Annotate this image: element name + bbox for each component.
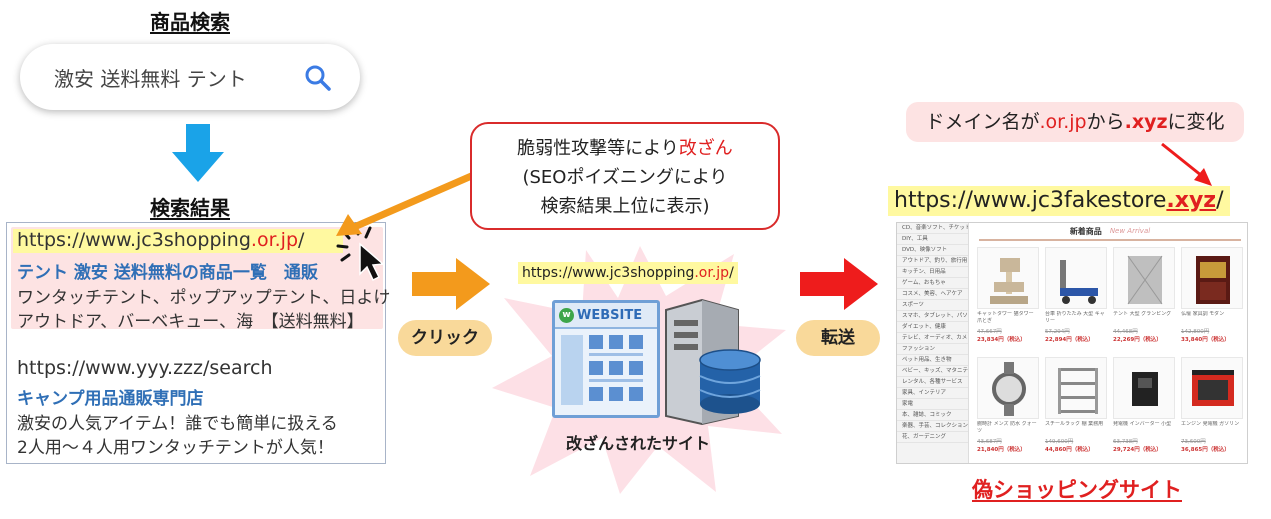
w-logo-icon: w <box>559 307 574 323</box>
product-caption: キャットタワー 猫タワー 爪とぎ <box>977 311 1034 324</box>
store-category-item[interactable]: コスメ、美容、ヘアケア <box>897 289 968 300</box>
product-old-price: 57,294円 <box>1045 329 1070 335</box>
product-old-price: 43,687円 <box>977 439 1002 445</box>
product-image <box>1045 357 1107 419</box>
result-1-desc-line1: ワンタッチテント、ポップアップテント、日よけ <box>17 288 391 308</box>
product-caption: エンジン 発電機 ガソリン <box>1181 421 1240 427</box>
website-layout-icon <box>561 335 643 405</box>
product-caption: 仏壇 家具調 モダン <box>1181 311 1225 317</box>
search-icon[interactable] <box>304 64 332 92</box>
store-category-item[interactable]: 楽器、手芸、コレクション <box>897 421 968 432</box>
result-2-desc-line2: 2人用～４人用ワンタッチテントが人気！ <box>17 438 334 458</box>
transfer-arrow-icon <box>800 258 878 310</box>
store-category-item[interactable]: ダイエット、健康 <box>897 322 968 333</box>
product-old-price: 142,800円 <box>1181 329 1210 335</box>
product-card[interactable]: スチールラック 棚 業務用 149,600円 44,860円（税込） <box>1045 357 1107 453</box>
store-category-item[interactable]: ゲーム、おもちゃ <box>897 278 968 289</box>
product-card[interactable]: エンジン 発電機 ガソリン 73,600円 36,865円（税込） <box>1181 357 1243 453</box>
result-1-url[interactable]: https://www.jc3shopping.or.jp/ <box>17 229 305 251</box>
store-category-item[interactable]: DVD、映像ソフト <box>897 245 968 256</box>
store-subtitle: New Arrival <box>1109 227 1151 235</box>
search-results-panel: https://www.jc3shopping.or.jp/ テント 激安 送料… <box>6 222 390 464</box>
product-old-price: 44,468円 <box>1113 329 1138 335</box>
product-price: 23,834円（税込） <box>977 337 1026 343</box>
store-category-item[interactable]: DIY、工具 <box>897 234 968 245</box>
product-old-price: 73,600円 <box>1181 439 1206 445</box>
product-card[interactable]: 台車 折りたたみ 大型 キャリー 57,294円 22,894円（税込） <box>1045 247 1107 343</box>
product-card[interactable]: テント 大型 グランピング 44,468円 22,269円（税込） <box>1113 247 1175 343</box>
product-price: 21,840円（税込） <box>977 447 1026 453</box>
store-category-item[interactable]: スマホ、タブレット、パソ <box>897 311 968 322</box>
product-old-price: 149,600円 <box>1045 439 1074 445</box>
store-category-item[interactable]: アウトドア、釣り、旅行用 <box>897 256 968 267</box>
product-price: 29,724円（税込） <box>1113 447 1162 453</box>
attack-callout: 脆弱性攻撃等により改ざん (SEOポイズニングにより 検索結果上位に表示) <box>470 122 780 230</box>
product-card[interactable]: 発電機 インバーター 小型 63,738円 29,724円（税込） <box>1113 357 1175 453</box>
store-title: 新着商品 <box>1069 226 1102 236</box>
product-price: 22,269円（税込） <box>1113 337 1162 343</box>
store-category-item[interactable]: CD、音楽ソフト、チケット <box>897 223 968 234</box>
product-image <box>1113 357 1175 419</box>
website-illustration: w WEBSITE <box>552 300 660 418</box>
hacked-site-label: 改ざんされたサイト <box>566 434 711 453</box>
domain-pointer-arrow <box>1161 142 1212 186</box>
down-arrow-icon <box>172 124 224 182</box>
server-database-icon <box>665 298 761 426</box>
product-card[interactable]: 腕時計 メンズ 防水 クォーツ 43,687円 21,840円（税込） <box>977 357 1039 453</box>
product-card[interactable]: キャットタワー 猫タワー 爪とぎ 47,667円 23,834円（税込） <box>977 247 1039 343</box>
product-caption: スチールラック 棚 業務用 <box>1045 421 1104 427</box>
store-category-item[interactable]: ベビー、キッズ、マタニテ <box>897 366 968 377</box>
result-2-title[interactable]: キャンプ用品通販専門店 <box>17 389 204 409</box>
product-image <box>1181 247 1243 309</box>
product-caption: 発電機 インバーター 小型 <box>1113 421 1172 427</box>
product-image <box>977 357 1039 419</box>
store-category-item[interactable]: レンタル、各種サービス <box>897 377 968 388</box>
product-image <box>1181 357 1243 419</box>
fake-site-url: https://www.jc3fakestore.xyz/ <box>888 186 1230 216</box>
product-caption: テント 大型 グランピング <box>1113 311 1172 317</box>
result-2-desc-line1: 激安の人気アイテム！誰でも簡単に扱える <box>17 414 338 434</box>
store-category-item[interactable]: 花、ガーデニング <box>897 432 968 443</box>
transfer-label: 転送 <box>796 320 880 356</box>
callout-pointer-arrow <box>336 170 480 236</box>
store-category-item[interactable]: 家電 <box>897 399 968 410</box>
store-category-item[interactable]: テレビ、オーディオ、カメ <box>897 333 968 344</box>
website-badge: WEBSITE <box>577 307 643 323</box>
store-category-item[interactable]: ファッション <box>897 344 968 355</box>
result-1-title[interactable]: テント 激安 送料無料の商品一覧 通販 <box>17 263 318 283</box>
product-old-price: 47,667円 <box>977 329 1002 335</box>
product-price: 36,865円（税込） <box>1181 447 1230 453</box>
product-image <box>1113 247 1175 309</box>
hacked-site-url: https://www.jc3shopping.or.jp/ <box>518 262 738 284</box>
search-query: 激安 送料無料 テント <box>54 66 247 91</box>
product-price: 44,860円（税込） <box>1045 447 1094 453</box>
result-1-desc-line2: アウトドア、バーベキュー、海 【送料無料】 <box>17 312 364 332</box>
product-image <box>1045 247 1107 309</box>
results-heading: 検索結果 <box>150 196 230 220</box>
product-caption: 台車 折りたたみ 大型 キャリー <box>1045 311 1105 324</box>
store-main: 新着商品 New Arrival キャットタワー 猫タワー 爪とぎ 47,667円… <box>973 223 1247 463</box>
product-price: 22,894円（税込） <box>1045 337 1094 343</box>
domain-change-callout: ドメイン名が.or.jpから.xyzに変化 <box>906 102 1244 142</box>
search-heading: 商品検索 <box>150 10 230 34</box>
result-2-url[interactable]: https://www.yyy.zzz/search <box>17 357 273 379</box>
product-image <box>977 247 1039 309</box>
store-category-item[interactable]: スポーツ <box>897 300 968 311</box>
product-price: 33,840円（税込） <box>1181 337 1230 343</box>
store-category-item[interactable]: キッチン、日用品 <box>897 267 968 278</box>
product-card[interactable]: 仏壇 家具調 モダン 142,800円 33,840円（税込） <box>1181 247 1243 343</box>
click-label: クリック <box>398 320 492 356</box>
store-category-item[interactable]: 本、雑誌、コミック <box>897 410 968 421</box>
store-category-item[interactable]: ペット用品、生き物 <box>897 355 968 366</box>
store-category-item[interactable]: 家具、インテリア <box>897 388 968 399</box>
product-caption: 腕時計 メンズ 防水 クォーツ <box>977 421 1037 434</box>
right-arrow-icon <box>412 258 490 310</box>
url-highlight <box>13 229 343 253</box>
search-bar[interactable]: 激安 送料無料 テント <box>20 44 360 110</box>
fake-site-label: 偽ショッピングサイト <box>972 478 1182 502</box>
product-old-price: 63,738円 <box>1113 439 1138 445</box>
